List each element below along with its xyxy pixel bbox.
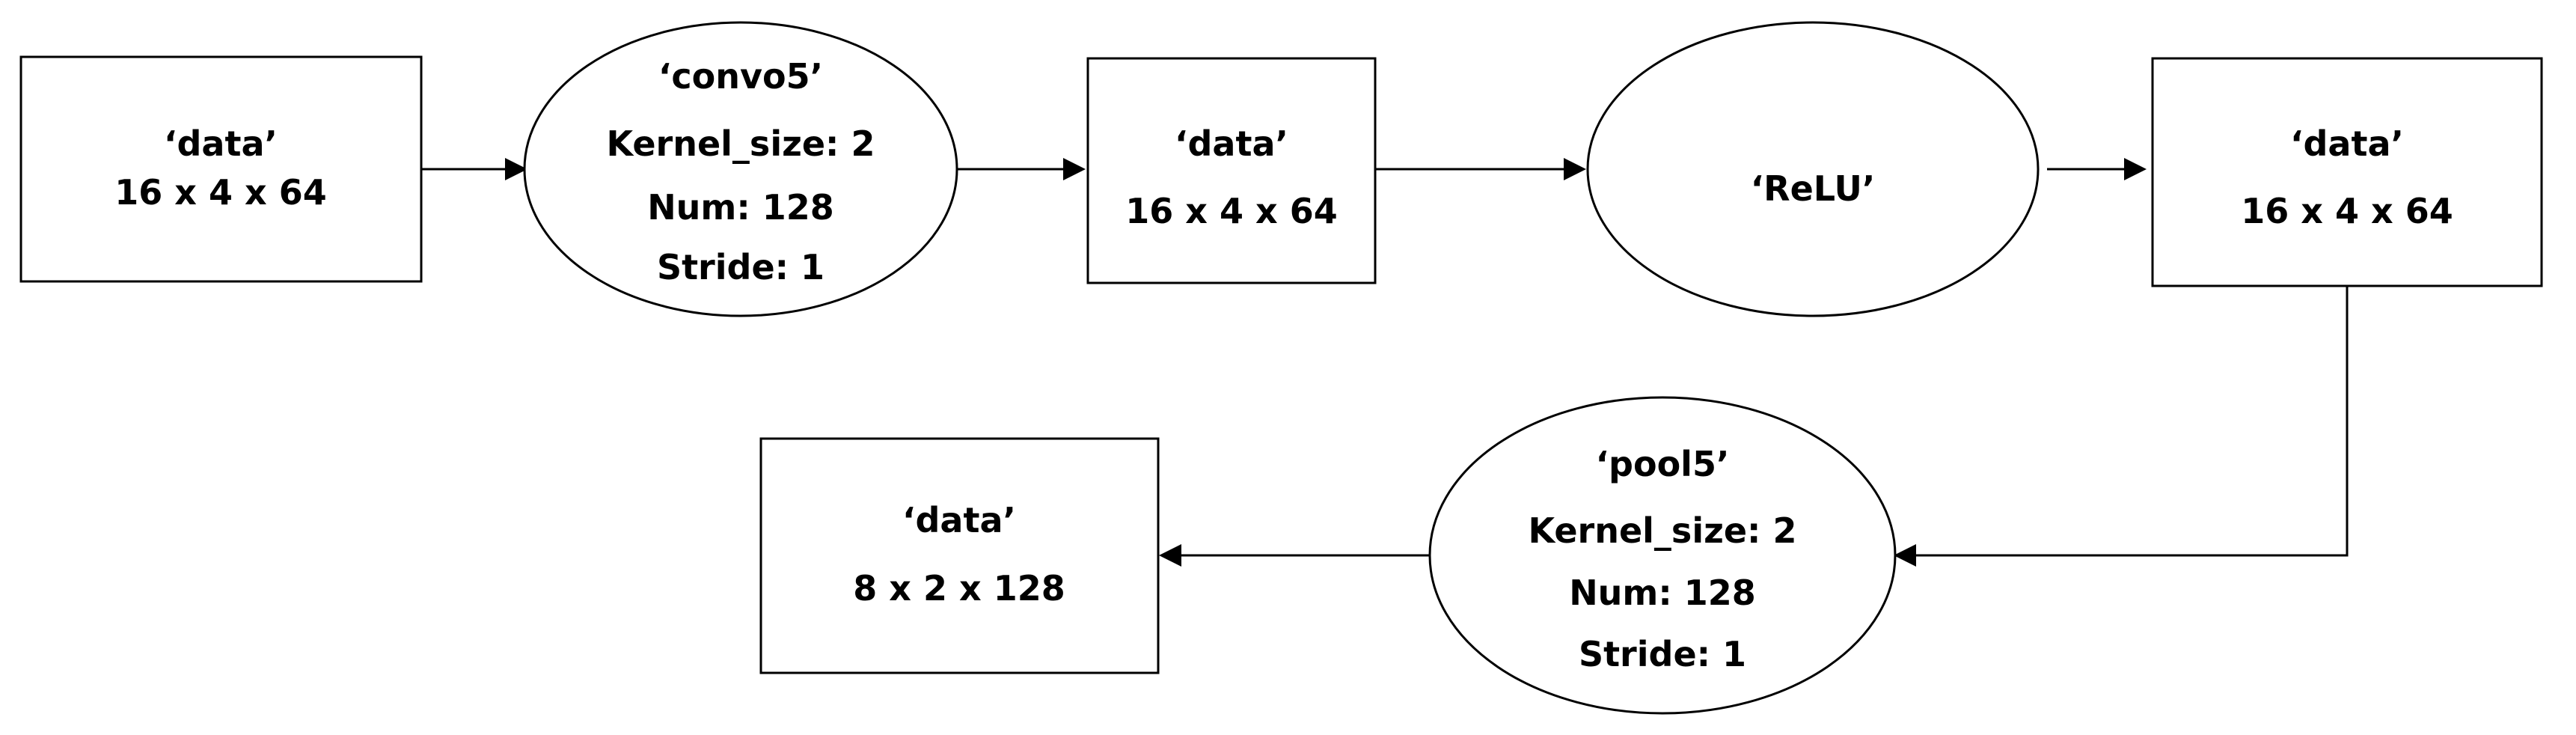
conv-layer-num: Num: 128 bbox=[647, 187, 834, 228]
arrow-data-3-to-pool5 bbox=[1894, 287, 2349, 567]
tensor-box-input: ‘data’ 16 x 4 x 64 bbox=[19, 55, 423, 283]
tensor-box-output-shape: 8 x 2 x 128 bbox=[853, 568, 1065, 609]
tensor-box-input-shape: 16 x 4 x 64 bbox=[114, 172, 326, 213]
relu-layer-name: ‘ReLU’ bbox=[1751, 168, 1876, 209]
relu-layer-ellipse: ‘ReLU’ bbox=[1586, 21, 2040, 317]
conv-layer-name: ‘convo5’ bbox=[658, 56, 823, 97]
connectors bbox=[421, 158, 2349, 567]
pool-layer-stride: Stride: 1 bbox=[1579, 634, 1746, 674]
conv-layer-stride: Stride: 1 bbox=[657, 247, 824, 287]
pool-layer-ellipse: ‘pool5’ Kernel_size: 2 Num: 128 Stride: … bbox=[1428, 396, 1897, 715]
tensor-box-output-name: ‘data’ bbox=[902, 500, 1016, 540]
tensor-box-after-conv-name: ‘data’ bbox=[1175, 123, 1288, 164]
tensor-box-input-name: ‘data’ bbox=[164, 123, 278, 164]
tensor-box-after-relu: ‘data’ 16 x 4 x 64 bbox=[2151, 57, 2543, 287]
tensor-box-after-relu-shape: 16 x 4 x 64 bbox=[2241, 191, 2453, 231]
pool-layer-num: Num: 128 bbox=[1569, 573, 1756, 613]
pool-layer-kernel-size: Kernel_size: 2 bbox=[1529, 510, 1797, 551]
tensor-box-after-relu-name: ‘data’ bbox=[2290, 123, 2404, 164]
conv-layer-ellipse: ‘convo5’ Kernel_size: 2 Num: 128 Stride:… bbox=[523, 21, 958, 317]
tensor-box-after-conv-shape: 16 x 4 x 64 bbox=[1125, 191, 1337, 231]
tensor-box-after-conv: ‘data’ 16 x 4 x 64 bbox=[1086, 57, 1377, 284]
conv-layer-kernel-size: Kernel_size: 2 bbox=[607, 123, 875, 164]
pool-layer-name: ‘pool5’ bbox=[1596, 444, 1730, 484]
tensor-box-output: ‘data’ 8 x 2 x 128 bbox=[759, 437, 1160, 674]
